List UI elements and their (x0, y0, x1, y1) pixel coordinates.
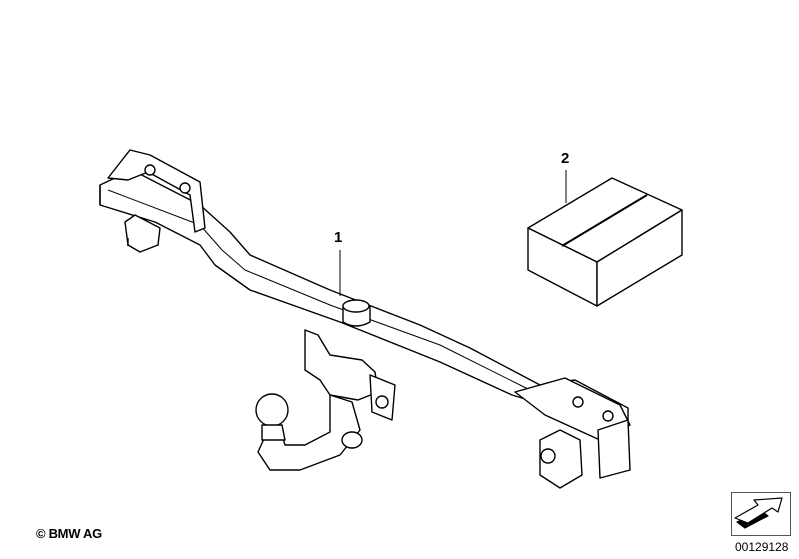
callout-2[interactable]: 2 (561, 150, 570, 167)
copyright-text: © BMW AG (36, 526, 102, 541)
tow-bar-beam (99, 149, 631, 489)
box-package (527, 177, 683, 307)
reference-number: 00129128 (735, 540, 789, 554)
reference-arrow-box (731, 492, 791, 536)
arrow-icon (734, 497, 783, 529)
callout-1[interactable]: 1 (334, 229, 343, 246)
